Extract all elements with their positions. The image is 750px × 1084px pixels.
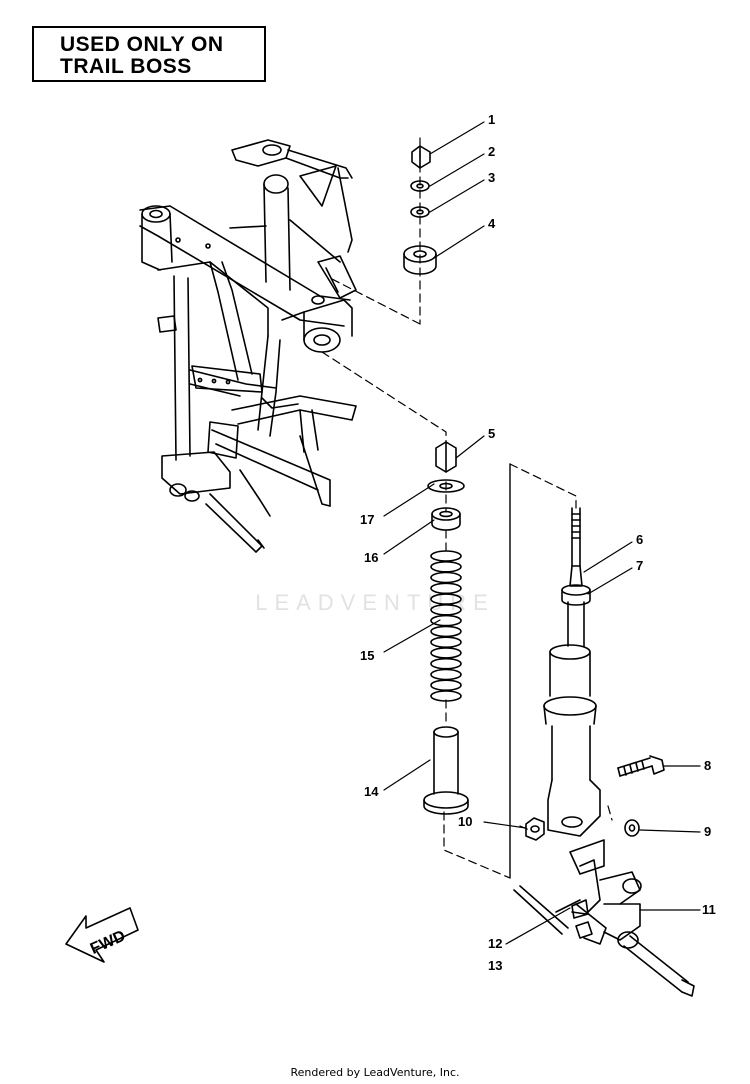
leader-lines [383, 121, 701, 945]
callout-6: 6 [636, 532, 643, 547]
part-3-washer [410, 206, 430, 218]
part-15-spring [430, 550, 462, 702]
part-1-nut [411, 145, 431, 169]
callout-15: 15 [360, 648, 374, 663]
part-5-nut [435, 441, 457, 473]
spring-coil [430, 657, 462, 670]
callout-7: 7 [636, 558, 643, 573]
part-9-washer [624, 819, 640, 837]
callout-14: 14 [364, 784, 379, 799]
spring-coil [430, 668, 462, 681]
callout-11: 11 [702, 902, 716, 917]
callout-3: 3 [488, 170, 495, 185]
spring-coil [430, 636, 462, 649]
spring-coil [430, 550, 462, 562]
callout-labels: 1 2 3 4 5 6 7 8 9 10 11 12 13 14 15 16 1… [360, 112, 716, 973]
callout-16: 16 [364, 550, 378, 565]
model-note-line-1: USED ONLY ON [60, 33, 224, 56]
callout-10: 10 [458, 814, 472, 829]
part-7-shock-seal [561, 584, 591, 647]
shock-body [543, 644, 601, 837]
callout-1: 1 [488, 112, 495, 127]
part-4-bushing [403, 245, 437, 275]
spring-coil [430, 603, 462, 616]
part-11-spindle [513, 839, 695, 997]
footer-credit: Rendered by LeadVenture, Inc. [290, 1066, 460, 1079]
callout-13: 13 [488, 958, 502, 973]
assembly-guide-lines [321, 137, 613, 879]
forward-direction-arrow [65, 907, 139, 963]
part-17-washer [427, 479, 465, 493]
spring-coil [430, 614, 462, 627]
part-16-spring-retainer [431, 507, 461, 531]
callout-12: 12 [488, 936, 502, 951]
spring-coil [430, 571, 462, 584]
spring-coil [430, 690, 462, 702]
callout-9: 9 [704, 824, 711, 839]
part-8-bolt [617, 755, 665, 777]
callout-5: 5 [488, 426, 495, 441]
callout-8: 8 [704, 758, 711, 773]
part-2-washer [410, 180, 430, 192]
frame-assembly [139, 139, 357, 553]
callout-17: 17 [360, 512, 374, 527]
spring-coil [430, 582, 462, 595]
spring-coil [430, 625, 462, 638]
callout-4: 4 [488, 216, 496, 231]
part-13-nut [575, 921, 593, 939]
model-note-line-2: TRAIL BOSS [60, 55, 192, 78]
spring-coil [430, 679, 462, 692]
part-10-nut [525, 817, 545, 841]
model-note-box: USED ONLY ON TRAIL BOSS [32, 26, 266, 82]
part-14-spring-sleeve [423, 726, 469, 815]
fwd-label: FWD [88, 928, 128, 958]
part-12-bolt [571, 899, 589, 919]
spring-coil [430, 647, 462, 659]
part-6-shock-rod [569, 507, 583, 587]
callout-2: 2 [488, 144, 495, 159]
spring-coil [430, 560, 462, 573]
spring-coil [430, 593, 462, 605]
